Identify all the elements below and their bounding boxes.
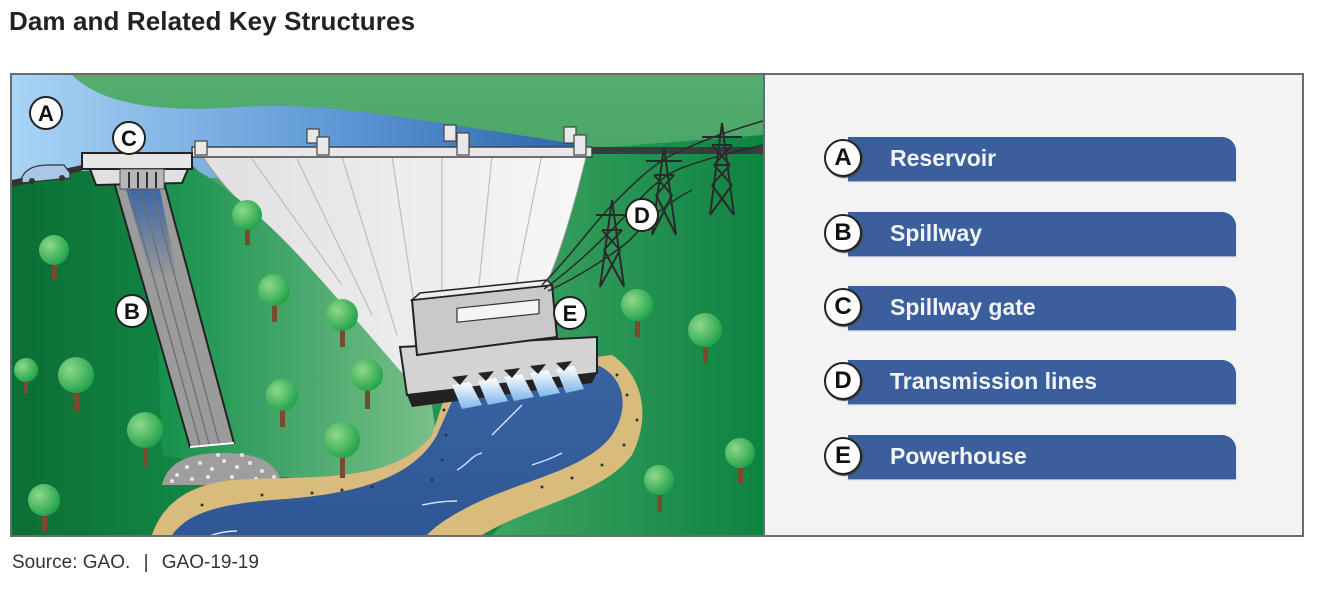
car-icon xyxy=(21,164,71,184)
legend-label: Spillway gate xyxy=(890,294,1036,320)
dam-illustration: A C B D E xyxy=(12,75,765,538)
legend-panel: A Reservoir B Spillway C Spillway gate D… xyxy=(764,75,1302,535)
spillway-gate-structure xyxy=(81,152,193,190)
marker-A: A xyxy=(29,96,63,130)
legend-bar xyxy=(848,137,1236,181)
right-hillside xyxy=(492,135,763,535)
legend-item-transmission-lines: D Transmission lines xyxy=(824,360,1236,404)
legend-bar xyxy=(848,212,1236,256)
legend-label: Transmission lines xyxy=(890,368,1098,394)
legend-item-spillway: B Spillway xyxy=(824,212,1236,256)
legend-badge: D xyxy=(824,362,862,400)
legend-badge: E xyxy=(824,437,862,475)
river xyxy=(172,365,623,535)
source-separator: | xyxy=(143,552,149,573)
source-note: Source: GAO. | GAO-19-19 xyxy=(12,552,259,574)
svg-text:B: B xyxy=(124,299,140,324)
legend-label: Powerhouse xyxy=(890,443,1027,469)
svg-text:C: C xyxy=(121,126,137,151)
source-text: Source: GAO. xyxy=(12,552,131,573)
marker-C: C xyxy=(112,121,146,155)
legend-bar xyxy=(848,286,1236,330)
marker-E: E xyxy=(553,296,587,330)
svg-text:A: A xyxy=(38,101,54,126)
legend-label: Spillway xyxy=(890,220,983,246)
legend-badge: B xyxy=(824,214,862,252)
report-id: GAO-19-19 xyxy=(161,552,259,573)
powerhouse-building xyxy=(398,279,598,409)
marker-B: B xyxy=(115,294,149,328)
marker-D: D xyxy=(625,198,659,232)
legend-bar xyxy=(848,435,1236,479)
legend-item-powerhouse: E Powerhouse xyxy=(824,435,1236,479)
legend-badge: C xyxy=(824,288,862,326)
legend-bar xyxy=(848,360,1236,404)
svg-text:D: D xyxy=(634,203,650,228)
figure-frame: A C B D E A Reservoir xyxy=(10,73,1304,538)
legend-item-reservoir: A Reservoir xyxy=(824,137,1236,181)
transmission-towers xyxy=(541,120,764,292)
svg-text:E: E xyxy=(563,301,578,326)
legend-label: Reservoir xyxy=(890,145,997,171)
legend-item-spillway-gate: C Spillway gate xyxy=(824,286,1236,330)
figure-title: Dam and Related Key Structures xyxy=(9,6,416,36)
trees xyxy=(14,200,755,532)
legend-badge: A xyxy=(824,139,862,177)
